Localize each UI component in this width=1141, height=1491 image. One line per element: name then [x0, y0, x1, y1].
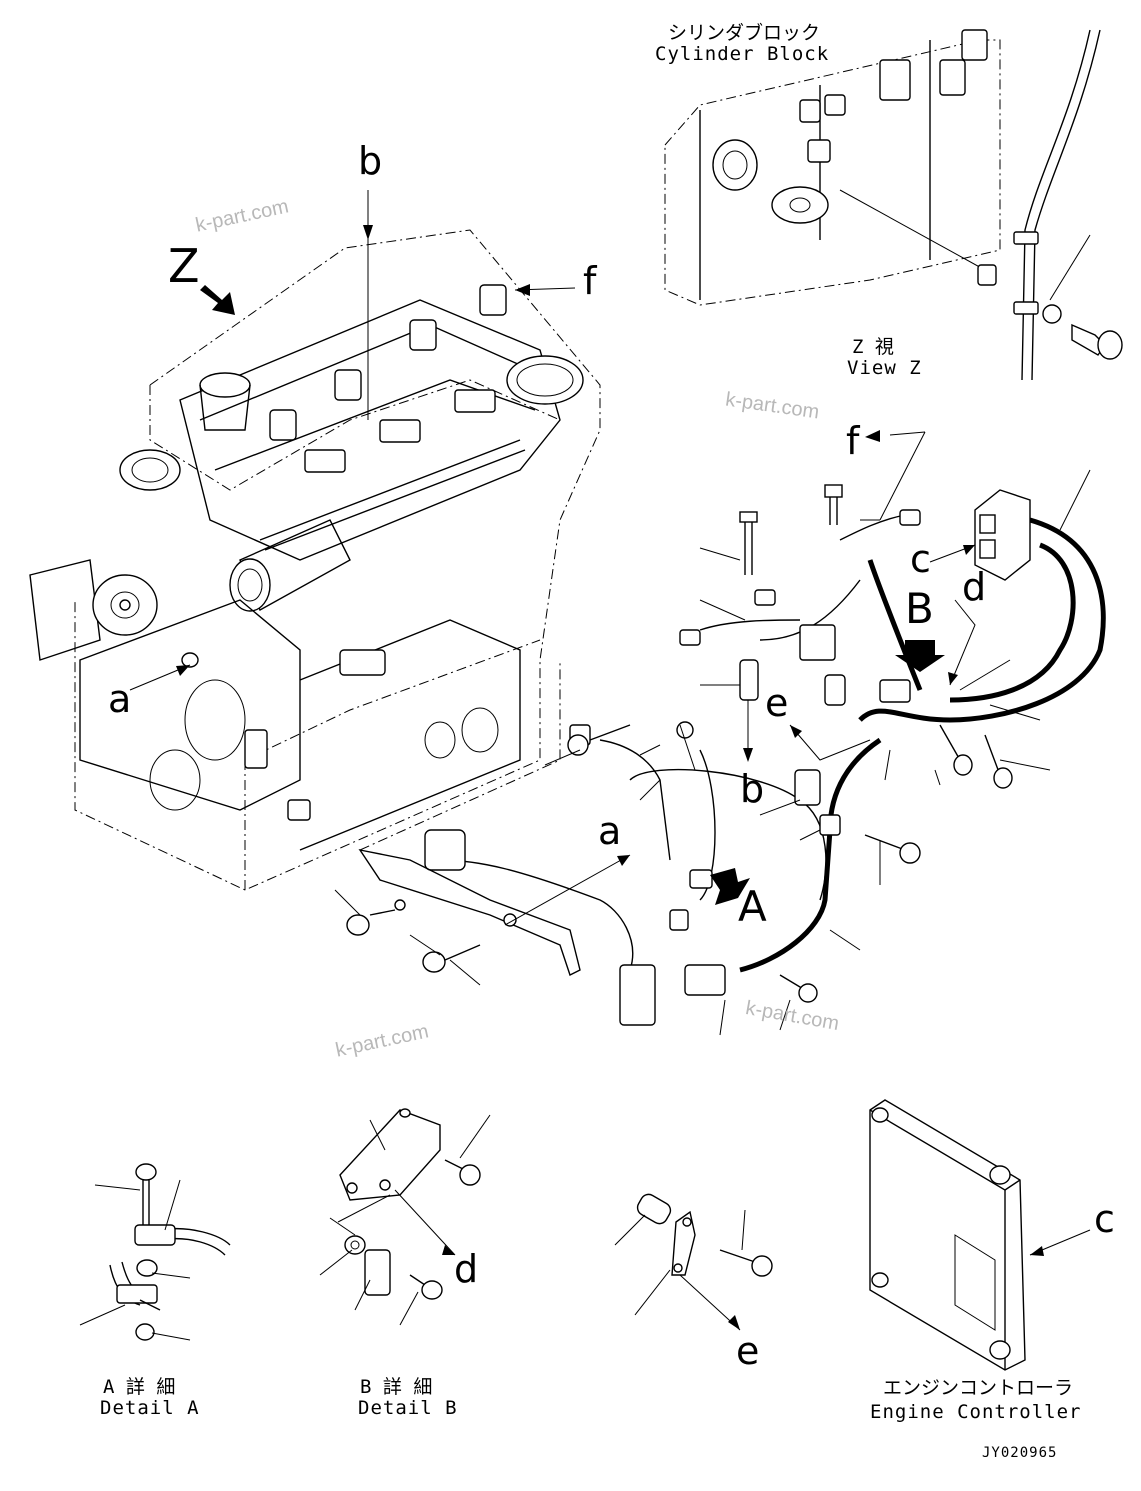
callout-B-big: B [905, 584, 934, 633]
callout-d-right: d [962, 565, 987, 609]
detail-b-drawing [319, 1108, 491, 1326]
callout-d-detail: d [454, 1247, 479, 1291]
detail-b-label-en: Detail B [358, 1397, 458, 1419]
callout-a-mid: a [598, 809, 622, 853]
callout-b-top: b [358, 139, 383, 183]
detail-e-drawing [614, 1193, 773, 1331]
callout-c-detail: c [1094, 1197, 1115, 1241]
callout-A-big: A [738, 882, 767, 931]
callout-c-right: c [910, 537, 931, 581]
callout-f-top: f [583, 259, 597, 303]
callout-a-left: a [108, 677, 132, 721]
engine-assembly [29, 229, 601, 891]
cylinder-block-label-en: Cylinder Block [655, 43, 830, 65]
engine-controller-label-jp: エンジンコントローラ [883, 1377, 1074, 1399]
cylinder-block-label-jp: シリンダブロック [668, 22, 821, 44]
callout-leaders [129, 190, 1091, 1036]
callout-f-right: f [846, 419, 860, 463]
view-z-label-jp: Z 視 [852, 336, 894, 358]
injector-row [269, 284, 507, 473]
detail-a-label-jp: A 詳 細 [103, 1376, 176, 1398]
detail-a-label-en: Detail A [100, 1397, 200, 1419]
view-z-block [664, 29, 1123, 381]
engine-controller-label-en: Engine Controller [870, 1401, 1082, 1423]
engine-controller-drawing [869, 1099, 1091, 1371]
detail-a-drawing [79, 1163, 231, 1341]
callout-e-detail: e [736, 1329, 760, 1373]
callout-z: Z [168, 239, 200, 293]
view-z-label-en: View Z [847, 357, 922, 379]
callout-e-mid: e [765, 681, 789, 725]
wiring-harness [346, 484, 1106, 1026]
detail-b-label-jp: B 詳 細 [360, 1376, 433, 1398]
callout-b-mid: b [740, 767, 765, 811]
drawing-number: JY020965 [982, 1445, 1058, 1461]
